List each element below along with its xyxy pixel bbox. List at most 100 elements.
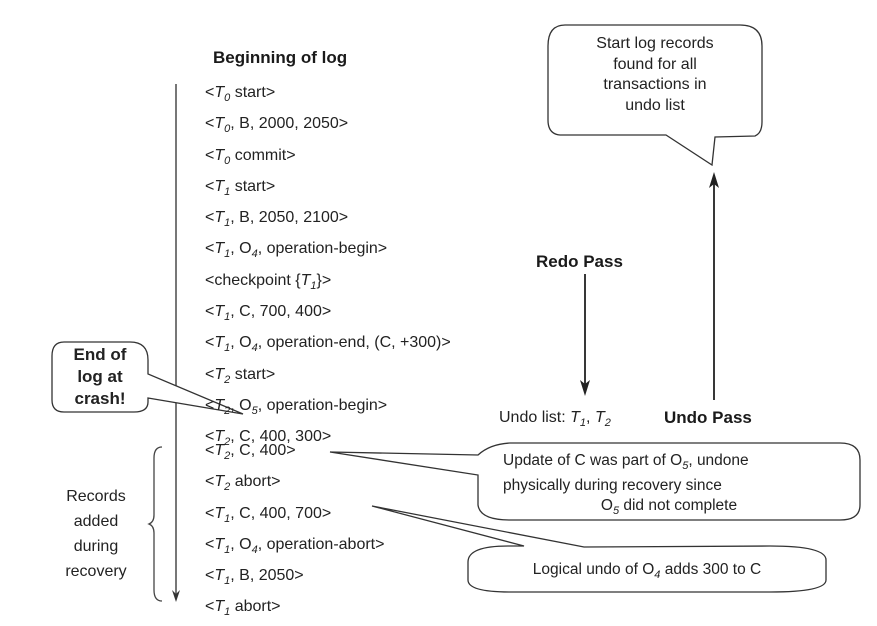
- log-record-t: T: [214, 535, 225, 553]
- log-record-pre: <: [205, 396, 215, 414]
- update-c-callout-shape: [329, 442, 861, 521]
- log-heading: Beginning of log: [213, 48, 348, 67]
- log-record-t: T: [214, 209, 225, 227]
- logical-undo-callout: Logical undo of O4 adds 300 to C: [468, 560, 826, 585]
- logical-undo-sub: 4: [654, 569, 661, 581]
- update-c-line1: Update of C was part of O5, undone: [478, 451, 860, 476]
- log-record-post: , C, 400, 300>: [230, 428, 332, 446]
- log-record: <T2, O5, operation-begin>: [205, 393, 451, 424]
- log-record-s: 2: [224, 404, 231, 417]
- redo-pass-arrowhead: [580, 380, 590, 396]
- log-record: <T2, C, 400, 300>: [205, 424, 451, 455]
- log-record-pre: <checkpoint {: [205, 271, 301, 289]
- log-record-o: 4: [251, 543, 258, 556]
- log-record-post: , B, 2050, 2100>: [230, 209, 349, 227]
- log-record-s: 2: [224, 481, 231, 494]
- log-record: <T1, C, 700, 400>: [205, 299, 451, 330]
- end-of-log-line: End of: [73, 345, 127, 364]
- log-record: <T1, C, 400, 700>: [205, 501, 384, 532]
- start-records-line: transactions in: [603, 76, 707, 93]
- records-added-label: Records added during recovery: [48, 484, 144, 584]
- log-record-s: 1: [224, 217, 231, 230]
- log-record-pre: <: [205, 146, 215, 164]
- log-records-list: <T0 start><T0, B, 2000, 2050><T0 commit>…: [205, 80, 451, 456]
- log-record: <T2 abort>: [205, 469, 384, 500]
- end-of-log-callout-shape: [51, 341, 244, 415]
- records-added-line: recovery: [65, 563, 127, 580]
- log-record-pre: <: [205, 303, 215, 321]
- log-record-post: commit>: [230, 146, 296, 164]
- log-record-t: T: [214, 567, 225, 585]
- logical-undo-post: adds 300 to C: [660, 561, 762, 578]
- log-record-s: 2: [224, 436, 231, 449]
- log-record-o: 4: [251, 342, 258, 355]
- log-record: <T1, O4, operation-abort>: [205, 532, 384, 563]
- logical-undo-pre: Logical undo of O: [532, 561, 655, 578]
- log-record-post: , O: [230, 396, 252, 414]
- log-record-t: T: [214, 303, 225, 321]
- update-c-line3-pre: O: [600, 497, 613, 514]
- undo-list-t1: T: [570, 409, 580, 426]
- log-record-s: 1: [224, 185, 231, 198]
- log-record: <T2, C, 400>: [205, 438, 384, 469]
- log-record-post: abort>: [230, 598, 281, 616]
- update-c-line1-sub: 5: [682, 460, 689, 472]
- log-record-post: start>: [230, 84, 276, 101]
- log-record-t: T: [214, 396, 225, 414]
- log-record-pre: <: [205, 473, 215, 491]
- log-record-s: 2: [224, 450, 231, 462]
- logical-undo-callout-shape: [371, 505, 827, 593]
- log-record-t: T: [214, 177, 225, 195]
- log-record-post: , O: [230, 334, 252, 352]
- log-record: <T1, O4, operation-end, (C, +300)>: [205, 330, 451, 361]
- undo-pass-label: Undo Pass: [664, 408, 752, 427]
- undo-list-t2-sub: 2: [604, 417, 611, 429]
- log-record-post: , C, 400>: [230, 442, 296, 459]
- log-record: <T1, B, 2050>: [205, 563, 384, 594]
- log-record-post: abort>: [230, 473, 281, 491]
- log-record-s: 1: [224, 606, 231, 619]
- log-record-post2: , operation-begin>: [257, 240, 388, 258]
- log-record: <T2 start>: [205, 362, 451, 393]
- log-record-pre: <: [205, 115, 215, 133]
- recovery-brace: [147, 446, 163, 602]
- log-record-post2: , operation-end, (C, +300)>: [257, 334, 451, 352]
- log-record: <T1 start>: [205, 174, 451, 205]
- log-record-s: 1: [224, 512, 231, 525]
- start-records-line: found for all: [613, 55, 697, 73]
- log-record-s: 1: [224, 342, 231, 355]
- log-record-pre: <: [205, 177, 215, 195]
- log-record: <T0, B, 2000, 2050>: [205, 111, 451, 142]
- log-record: <checkpoint {T1}>: [205, 268, 451, 299]
- redo-pass-label: Redo Pass: [536, 252, 623, 271]
- log-record-post: start>: [230, 365, 276, 383]
- log-record-t: T: [214, 428, 225, 446]
- log-record-s: 1: [224, 575, 231, 588]
- log-record: <T1, B, 2050, 2100>: [205, 205, 451, 236]
- log-record-t: T: [214, 442, 225, 459]
- log-record-pre: <: [205, 442, 215, 459]
- start-records-callout: Start log records found for all transact…: [548, 34, 762, 116]
- log-record-pre: <: [205, 504, 215, 522]
- log-record-pre: <: [205, 84, 215, 101]
- log-record-s: 2: [224, 373, 231, 386]
- undo-pass-arrowhead: [709, 172, 719, 188]
- log-record-o: 4: [251, 248, 258, 261]
- start-records-line: undo list: [625, 96, 685, 114]
- log-record-pre: <: [205, 535, 215, 553]
- log-record-s: 1: [224, 543, 231, 556]
- log-record-post: , C, 700, 400>: [230, 303, 332, 321]
- log-record-pre: <: [205, 567, 215, 585]
- undo-list-prefix: Undo list:: [499, 409, 571, 426]
- update-c-line3: O5 did not complete: [478, 496, 860, 521]
- records-added-line: during: [73, 538, 119, 555]
- log-record-pre: <: [205, 209, 215, 227]
- start-records-callout-shape: [547, 24, 763, 167]
- log-record-t: T: [214, 334, 225, 352]
- log-record-post: }>: [316, 271, 332, 289]
- update-c-line2: physically during recovery since: [503, 477, 722, 494]
- end-of-log-callout: End of log at crash!: [52, 344, 148, 410]
- log-record-pre: <: [205, 334, 215, 352]
- records-added-line: added: [73, 513, 119, 530]
